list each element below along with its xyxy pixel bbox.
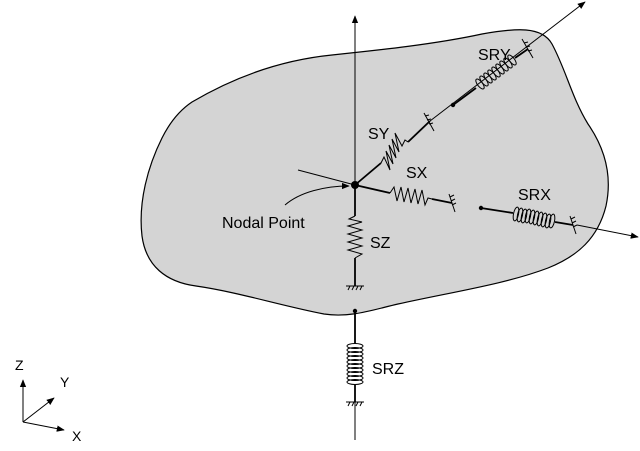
label-srz: SRZ <box>372 361 404 378</box>
sx-spring <box>389 185 433 207</box>
sy-link <box>354 162 382 186</box>
triad-z-label: Z <box>15 357 24 373</box>
nodal-point-leader <box>284 182 350 206</box>
label-sx: SX <box>406 165 428 182</box>
elastic-body <box>140 29 609 316</box>
label-sz: SZ <box>370 235 391 252</box>
x-direction-axis <box>576 224 639 239</box>
triad-x-axis <box>22 421 65 432</box>
srx-spring <box>512 206 556 229</box>
coordinate-triad: Z Y X <box>15 357 82 444</box>
y-direction-axis-back <box>297 169 356 186</box>
sry-link-2 <box>514 48 529 59</box>
srx-link-2 <box>554 221 574 226</box>
sx-link <box>354 184 391 194</box>
sry-link <box>452 87 477 106</box>
triad-x-label: X <box>72 428 82 444</box>
label-nodal-point: Nodal Point <box>222 215 305 232</box>
sz-spring <box>346 215 364 259</box>
srz-spring <box>346 343 364 385</box>
sry-spring <box>475 54 517 90</box>
srx-link <box>480 207 514 214</box>
triad-y-axis <box>22 397 55 423</box>
nodal-point-marker <box>351 181 359 189</box>
y-direction-axis <box>429 1 586 122</box>
sry-ground <box>521 38 534 59</box>
sy-spring <box>380 132 409 171</box>
triad-y-label: Y <box>60 374 70 390</box>
label-sry: SRY <box>478 47 511 64</box>
sx-link-2 <box>431 198 453 204</box>
sy-link-2 <box>407 120 431 143</box>
label-srx: SRX <box>518 187 551 204</box>
label-sy: SY <box>368 126 390 143</box>
